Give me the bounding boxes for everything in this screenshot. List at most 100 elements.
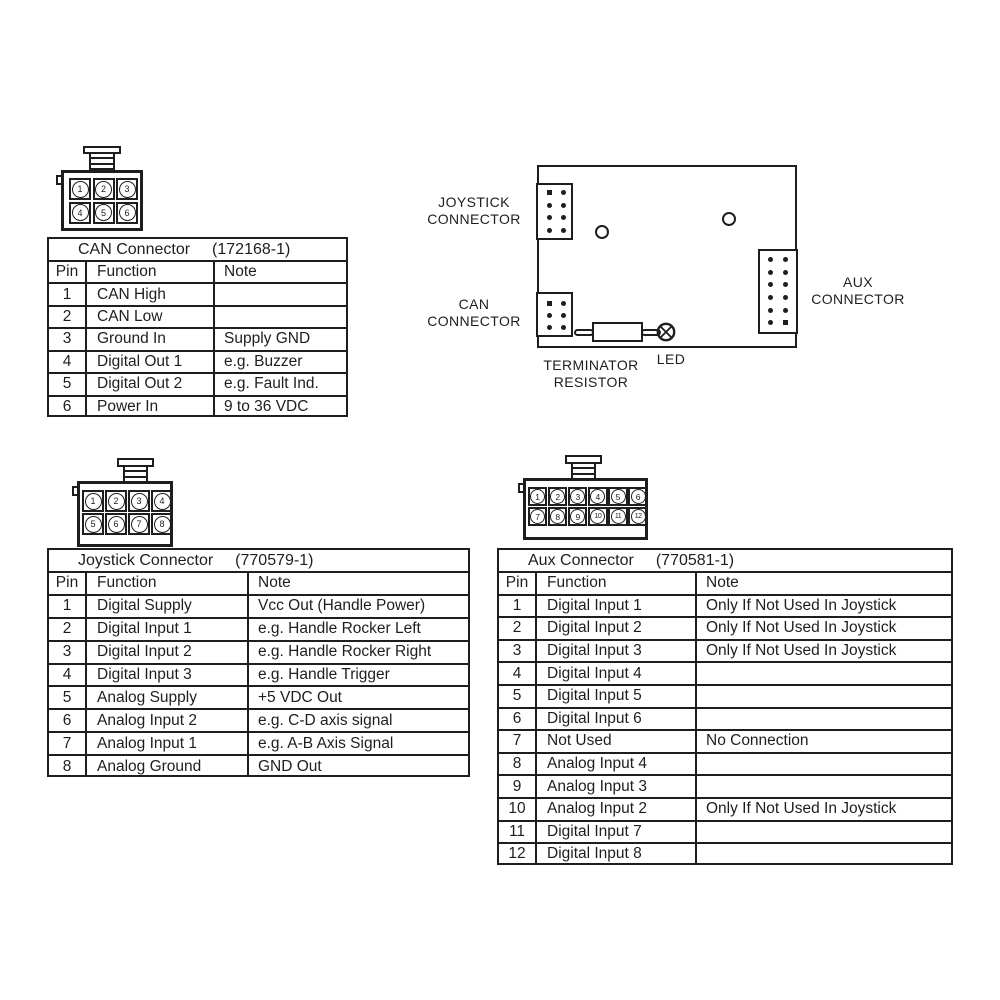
pin-dot (768, 282, 773, 288)
can-connector-label: CAN CONNECTOR (427, 296, 521, 329)
function-cell: Digital Input 4 (537, 663, 697, 684)
pin-dot (768, 257, 773, 262)
function-cell: Digital Input 2 (537, 618, 697, 639)
led-icon (656, 322, 676, 342)
board-joystick-header (536, 183, 573, 240)
pin-number: 6 (107, 515, 125, 533)
header-function: Function (87, 262, 215, 283)
table-header-row: Pin Function Note (49, 573, 468, 596)
led-label: LED (656, 351, 686, 367)
table-title: Joystick Connector (770579-1) (49, 550, 468, 573)
mounting-hole-icon (722, 212, 736, 226)
pin-dot (768, 269, 773, 275)
polarity-notch (72, 486, 79, 496)
pin-number: 8 (153, 515, 171, 533)
pin-1-marker (547, 301, 552, 306)
note-cell: +5 VDC Out (258, 688, 342, 706)
pin-cavity: 6 (116, 201, 138, 224)
pin-cavity: 4 (588, 487, 608, 507)
header-function: Function (537, 573, 697, 594)
note-cell (697, 709, 951, 730)
note-cell: e.g. Fault Ind. (224, 375, 319, 393)
header-note: Note (224, 263, 257, 281)
function-cell: Analog Input 1 (87, 733, 249, 755)
note-cell: Only If Not Used In Joystick (706, 596, 897, 614)
header-pin: Pin (49, 573, 87, 594)
table-part-number: (770579-1) (235, 551, 314, 569)
terminator-resistor-icon (592, 322, 643, 342)
pin-cavity: 3 (128, 490, 150, 512)
pin-number: 6 (118, 204, 136, 221)
pin-cavity: 1 (69, 178, 91, 200)
pin-cell: 4 (499, 663, 537, 684)
pin-number: 4 (590, 489, 606, 505)
table-part-number: (770581-1) (655, 551, 735, 569)
pin-cavity: 3 (568, 487, 588, 507)
note-cell: Supply GND (224, 330, 311, 348)
can-pinout-table: CAN Connector (172168-1) Pin Function No… (47, 237, 348, 417)
note-cell: e.g. C-D axis signal (258, 711, 393, 729)
pin-dot (783, 269, 788, 275)
function-cell: Digital Input 5 (537, 685, 697, 707)
pin-cavity: 6 (628, 487, 648, 507)
note-cell (697, 663, 951, 684)
table-header-row: Pin Function Note (499, 573, 951, 596)
note-cell (697, 754, 951, 775)
joystick-pinout-table: Joystick Connector (770579-1) Pin Functi… (47, 548, 470, 777)
function-cell: Analog Input 2 (87, 710, 249, 732)
function-cell: Analog Input 3 (537, 776, 697, 797)
pin-cell: 4 (49, 664, 87, 686)
pin-number: 2 (107, 492, 125, 510)
pin-cell: 9 (499, 776, 537, 797)
pin-cavity: 8 (151, 513, 173, 535)
pin-cell: 2 (49, 306, 87, 328)
pin-cell: 5 (49, 374, 87, 395)
note-cell: Only If Not Used In Joystick (706, 642, 897, 660)
pin-cell: 1 (49, 595, 87, 617)
pin-cell: 3 (49, 329, 87, 350)
pin-cell: 4 (49, 351, 87, 373)
pin-cavity: 10 (588, 507, 608, 527)
pin-number: 10 (590, 509, 606, 525)
function-cell: Digital Input 1 (537, 595, 697, 617)
aux-pinout-table: Aux Connector (770581-1) Pin Function No… (497, 548, 953, 865)
pin-dot (561, 190, 566, 195)
pin-cavity: 1 (528, 487, 548, 507)
pin-dot (561, 227, 566, 233)
function-cell: CAN Low (87, 306, 215, 328)
pin-number: 3 (570, 489, 586, 505)
function-cell: Digital Supply (87, 595, 249, 617)
pin-cavity: 5 (82, 513, 104, 535)
pin-cell: 6 (499, 708, 537, 730)
pin-dot (547, 227, 552, 233)
pin-cavity: 6 (105, 513, 127, 535)
pin-cell: 10 (499, 798, 537, 820)
function-cell: Analog Supply (87, 687, 249, 709)
function-cell: Analog Ground (87, 756, 249, 775)
polarity-notch (518, 483, 525, 493)
pin-cell: 1 (49, 284, 87, 305)
header-note: Note (258, 574, 291, 592)
note-cell (697, 776, 951, 797)
pin-number: 3 (130, 492, 148, 510)
table-title-text: Joystick Connector (78, 551, 214, 569)
function-cell: Digital Input 7 (537, 821, 697, 843)
note-cell: e.g. Handle Rocker Left (258, 620, 421, 638)
pin-cell: 3 (49, 641, 87, 663)
pin-cavity: 12 (628, 507, 648, 527)
note-cell: e.g. A-B Axis Signal (258, 734, 394, 752)
pin-1-marker (547, 190, 552, 195)
note-cell: Only If Not Used In Joystick (706, 619, 897, 637)
